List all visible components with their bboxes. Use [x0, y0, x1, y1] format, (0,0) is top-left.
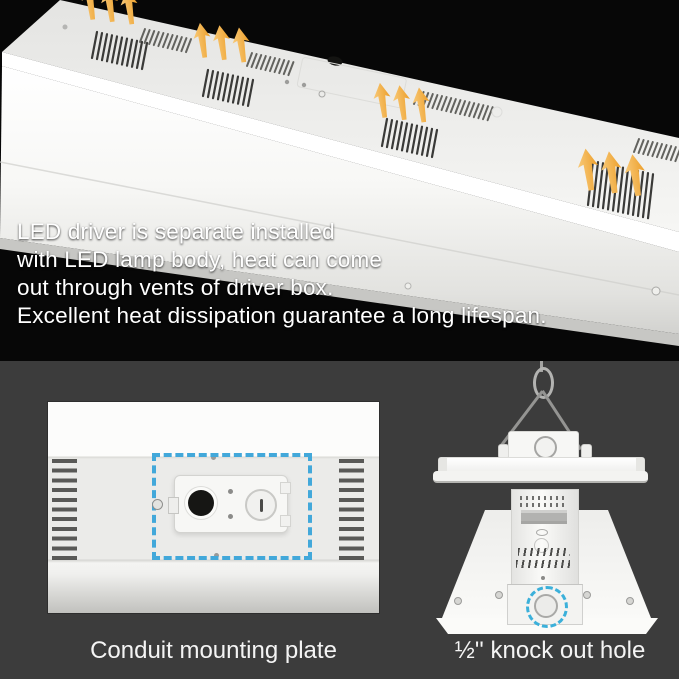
driver-oval-hole	[536, 529, 548, 536]
conduit-hole	[188, 490, 214, 516]
bottom-photo-section: Conduit mounting plate	[0, 361, 679, 679]
screw	[626, 597, 634, 605]
fixture-bar	[438, 457, 645, 475]
caption-conduit: Conduit mounting plate	[90, 637, 337, 664]
lamp-front-crease	[0, 161, 679, 296]
top-photo-section: LED driver is separate installed with LE…	[0, 0, 679, 346]
knockout-slot	[260, 499, 263, 512]
suspension-cable	[540, 361, 543, 372]
lamp-surface-details	[62, 24, 661, 296]
knockout-circle	[245, 489, 277, 521]
lamp-bottom-lip	[0, 238, 679, 346]
driver-vent-slats	[516, 560, 570, 568]
screw	[152, 499, 163, 510]
description-line-4: Excellent heat dissipation guarantee a l…	[17, 303, 547, 328]
lamp-fixture-photo	[0, 0, 679, 346]
screw	[211, 455, 216, 460]
vent-grille-right	[339, 459, 364, 565]
caption-knockout: ½'' knock out hole	[454, 637, 646, 664]
vent-grille-far-row	[139, 28, 679, 163]
plate-hole	[228, 514, 233, 519]
lamp-ridge-face	[2, 52, 679, 252]
screw	[583, 591, 591, 599]
lamp-front-face	[0, 66, 679, 334]
description-line-2: with LED lamp body, heat can come	[17, 247, 383, 272]
plate-hole	[228, 489, 233, 494]
screw	[495, 591, 503, 599]
bar-endcap-left	[439, 458, 447, 474]
driver-endcap	[507, 584, 583, 628]
description-line-1: LED driver is separate installed	[17, 219, 335, 244]
hook-carabiner-icon	[533, 367, 554, 399]
driver-box-knockout	[534, 436, 557, 459]
screw	[454, 597, 462, 605]
plate-tab-bottom	[280, 515, 291, 527]
screw	[214, 553, 219, 558]
driver-box-back	[507, 489, 583, 628]
driver-vent-dots	[520, 496, 568, 500]
highlight-dashed-circle	[526, 586, 568, 628]
fixture-bar-lip	[433, 471, 648, 483]
description-line-3: out through vents of driver box.	[17, 275, 334, 300]
vent-grille-left	[52, 459, 77, 565]
bar-endcap-right	[636, 458, 644, 474]
conduit-mounting-plate	[168, 475, 291, 533]
driver-box-front	[508, 431, 579, 461]
driver-vent-dots	[520, 503, 568, 507]
driver-small-hole	[541, 576, 545, 580]
driver-label	[521, 510, 567, 524]
lamp-back-face	[2, 0, 679, 232]
plate-tab-top	[280, 482, 291, 494]
description-text: LED driver is separate installed with LE…	[17, 218, 547, 330]
plate-clip	[168, 497, 179, 514]
driver-vent-slats	[518, 548, 570, 556]
vent-grille-near-row	[90, 30, 655, 220]
conduit-panel-figure	[48, 402, 379, 613]
